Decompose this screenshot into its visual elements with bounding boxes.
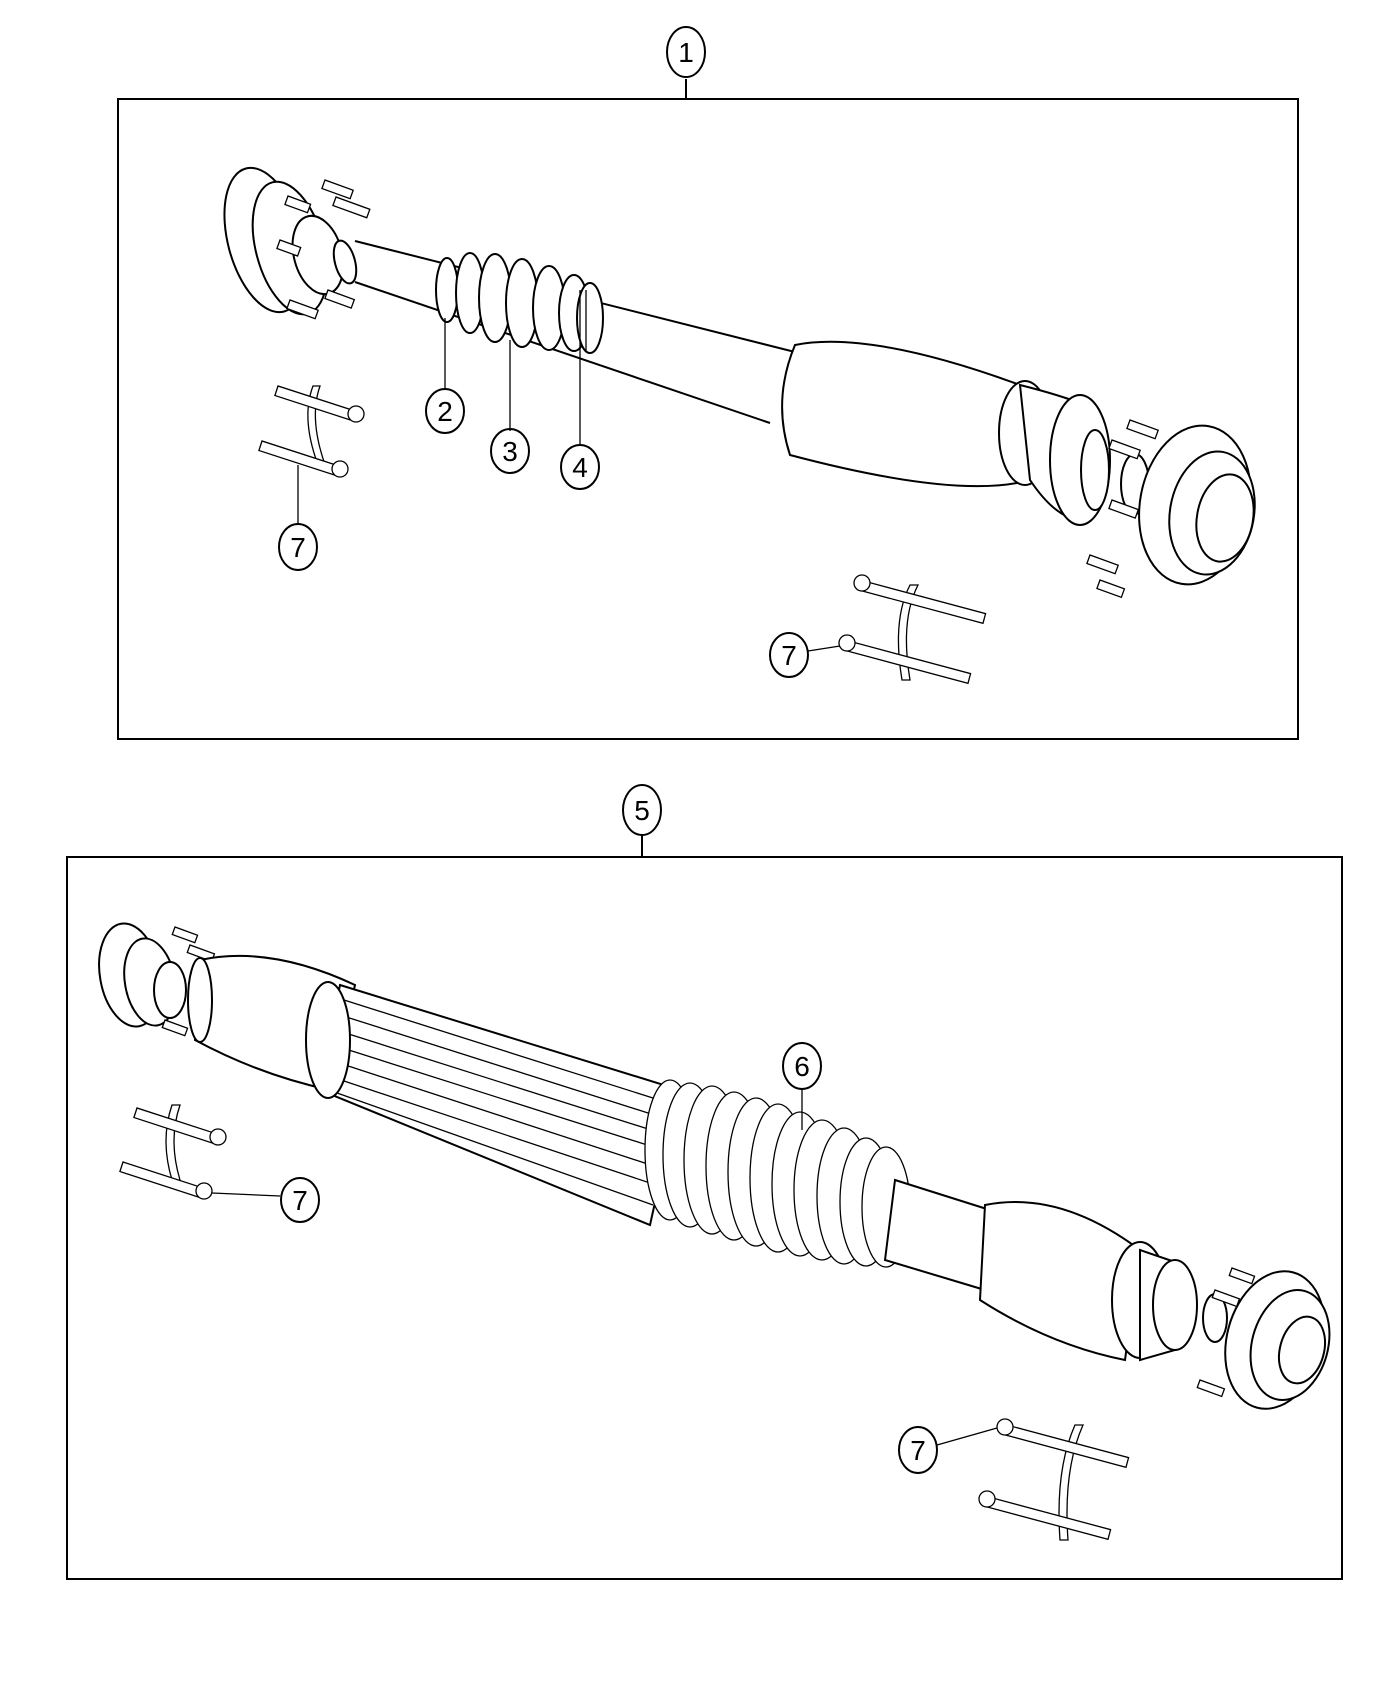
svg-text:2: 2 xyxy=(437,396,453,427)
strap-bolt-kit-upper-right xyxy=(807,574,987,685)
callout-6: 6 xyxy=(782,1042,822,1090)
svg-text:4: 4 xyxy=(572,452,588,483)
callout-7: 7 xyxy=(278,523,318,571)
strap-bolt-kit-lower-left xyxy=(119,1104,281,1200)
svg-text:3: 3 xyxy=(502,436,518,467)
strap-bolt-kit-upper-left xyxy=(258,385,365,523)
callout-3: 3 xyxy=(490,428,530,474)
callout-5: 5 xyxy=(622,784,662,836)
callout-1: 1 xyxy=(666,26,706,78)
strap-bolt-kit-lower-right xyxy=(936,1418,1130,1541)
lower-panel-frame xyxy=(66,856,1343,1580)
svg-text:6: 6 xyxy=(794,1051,810,1082)
callout-4: 4 xyxy=(560,444,600,490)
front-driveshaft-drawing xyxy=(223,166,1256,599)
callout-2: 2 xyxy=(425,388,465,434)
svg-text:7: 7 xyxy=(290,532,306,563)
callout-7: 7 xyxy=(898,1426,938,1474)
svg-text:5: 5 xyxy=(634,795,650,826)
svg-text:7: 7 xyxy=(292,1185,308,1216)
svg-text:7: 7 xyxy=(910,1435,926,1466)
svg-text:7: 7 xyxy=(781,640,797,671)
lower-assembly-panel xyxy=(66,835,1343,1580)
rear-driveshaft-drawing xyxy=(98,922,1331,1410)
upper-assembly-panel xyxy=(117,79,1299,740)
upper-panel-frame xyxy=(117,98,1299,740)
callout-7: 7 xyxy=(280,1177,320,1223)
callout-7: 7 xyxy=(769,632,809,678)
svg-text:1: 1 xyxy=(678,37,694,68)
